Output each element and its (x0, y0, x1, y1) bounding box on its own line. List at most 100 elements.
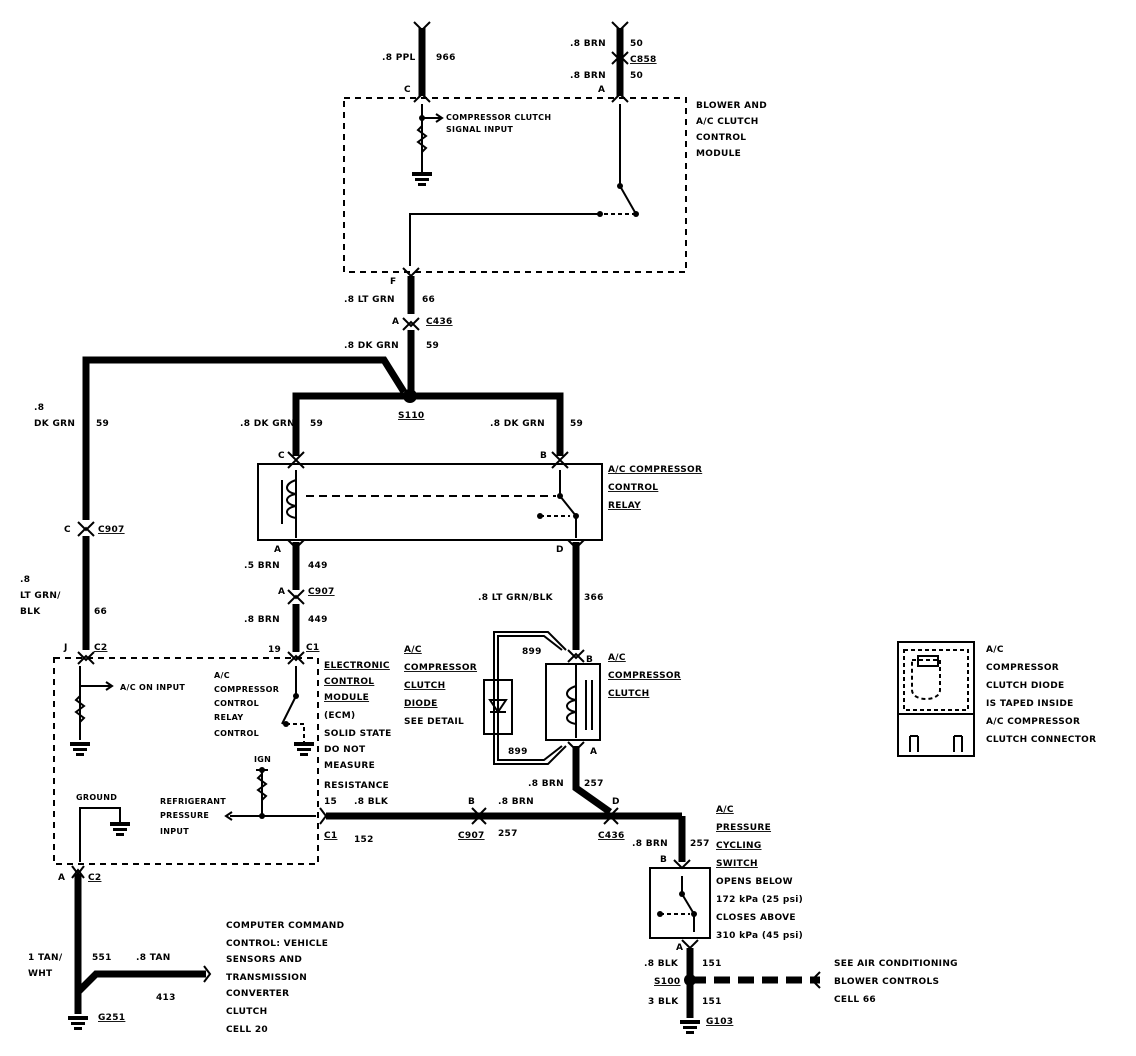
relay-ctrl-4: RELAY (214, 713, 243, 722)
diode-box (483, 679, 513, 735)
relay-title-2: CONTROL (608, 483, 658, 493)
w257-brn-gauge: .8 BRN (498, 797, 534, 807)
relay-ctrl-3: CONTROL (214, 699, 259, 708)
wire-551 (74, 874, 206, 1001)
pin-c-c907: C (64, 525, 71, 535)
w449-number-1: 449 (308, 561, 328, 571)
ccc-7: CELL 20 (226, 1025, 268, 1035)
relay-ctrl-1: A/C (214, 671, 230, 680)
ecm-title-1: ELECTRONIC (324, 661, 390, 671)
relay-ctrl-2: COMPRESSOR (214, 685, 279, 694)
ecm-note-3: MEASURE (324, 761, 375, 771)
wire-966-gauge: .8 PPL (382, 53, 416, 63)
refrig-1: REFRIGERANT (160, 797, 226, 806)
resistor-blower (416, 125, 428, 168)
w151-gauge-2: 3 BLK (648, 997, 679, 1007)
w366-number: 366 (584, 593, 604, 603)
switch-title-1: A/C (716, 805, 734, 815)
connector-c907-449: C907 (308, 587, 335, 597)
relay-box (257, 463, 603, 541)
relay-left-number: 59 (310, 419, 323, 429)
wire-59-number: 59 (426, 341, 439, 351)
switch-desc-1: OPENS BELOW (716, 877, 793, 887)
relay-title-1: A/C COMPRESSOR (608, 465, 702, 475)
w899-top: 899 (522, 647, 542, 657)
w151-gauge-1: .8 BLK (644, 959, 679, 969)
ground-icon (70, 742, 90, 756)
relay-pin-c: C (278, 451, 285, 461)
clutch-coil (566, 685, 577, 725)
w366-gauge: .8 LT GRN/BLK (478, 593, 554, 603)
w899-bottom: 899 (508, 747, 528, 757)
blower-title-2: A/C CLUTCH (696, 117, 759, 127)
diode-label-2: COMPRESSOR (404, 663, 477, 673)
ccc-6: CLUTCH (226, 1007, 267, 1017)
wire-50-gauge-1: .8 BRN (570, 39, 606, 49)
ecm-pin-a: A (58, 873, 65, 883)
ground-icon (680, 1020, 700, 1034)
splice-s100 (684, 974, 696, 986)
resistor-ign (256, 773, 268, 812)
see-ac-2: BLOWER CONTROLS (834, 977, 939, 987)
wire-413-number: 413 (156, 993, 176, 1003)
wire-50-number-2: 50 (630, 71, 643, 81)
tan-gauge-1: 1 TAN/ (28, 953, 63, 963)
switch-desc-2: 172 kPa (25 psi) (716, 895, 803, 905)
switch-title-3: CYCLING (716, 841, 762, 851)
connector-c436-bottom: C436 (598, 831, 625, 841)
pressure-switch-box (649, 867, 711, 939)
left-gauge-2: DK GRN (34, 419, 75, 429)
c436-pin-d: D (612, 797, 620, 807)
w449-pin-19: 19 (268, 645, 281, 655)
pin-a-top: A (598, 85, 605, 95)
connector-c436-top: C436 (426, 317, 453, 327)
c907-pin-b: B (468, 797, 475, 807)
ecm-title-3: MODULE (324, 693, 369, 703)
wire-551-number: 551 (92, 953, 112, 963)
diode-detail-connector (897, 641, 975, 757)
wire-59-left (82, 356, 407, 520)
wire-257-clutch (572, 746, 613, 815)
detail-1: A/C (986, 645, 1004, 655)
ecm-title-2: CONTROL (324, 677, 374, 687)
relay-right-gauge: .8 DK GRN (490, 419, 545, 429)
ltgrn-gauge-3: BLK (20, 607, 41, 617)
see-ac-3: CELL 66 (834, 995, 876, 1005)
connector-c858: C858 (630, 55, 657, 65)
diode-label-1: A/C (404, 645, 422, 655)
blower-module-box (343, 97, 687, 273)
clutch-title-3: CLUTCH (608, 689, 649, 699)
ecm-pin-15: 15 (324, 797, 337, 807)
detail-6: CLUTCH CONNECTOR (986, 735, 1096, 745)
components (74, 125, 577, 812)
ground-icon (412, 172, 432, 186)
connector-c1-bottom: C1 (324, 831, 337, 841)
resistor-ecm-ac (74, 695, 86, 736)
diode-label-5: SEE DETAIL (404, 717, 464, 727)
clutch-box (545, 663, 601, 741)
w151-number-2: 151 (702, 997, 722, 1007)
ground-icon (294, 742, 314, 756)
relay-pin-b: B (540, 451, 547, 461)
switch-title-4: SWITCH (716, 859, 758, 869)
wire-66-gauge: .8 LT GRN (344, 295, 395, 305)
clutch-pin-a: A (590, 747, 597, 757)
connector-c907-bottom: C907 (458, 831, 485, 841)
blower-title-4: MODULE (696, 149, 741, 159)
clutch-title-2: COMPRESSOR (608, 671, 681, 681)
signal-input-2: SIGNAL INPUT (446, 125, 513, 134)
connector-markers (71, 21, 821, 989)
w257-number-mid: 257 (498, 829, 518, 839)
labels: .8 PPL 966 C .8 BRN 50 C858 .8 BRN 50 A … (20, 39, 1096, 1035)
connector-c907-left: C907 (98, 525, 125, 535)
switch-pin-b: B (660, 855, 667, 865)
left-gauge-1: .8 (34, 403, 44, 413)
connector-c1-top: C1 (306, 643, 319, 653)
w257-gauge-switch: .8 BRN (632, 839, 668, 849)
clutch-pin-b: B (586, 655, 593, 665)
splice-s100-label: S100 (654, 977, 680, 987)
ecm-box (53, 657, 319, 865)
w257-number-switch: 257 (690, 839, 710, 849)
w257-number-top: 257 (584, 779, 604, 789)
wire-50-gauge-2: .8 BRN (570, 71, 606, 81)
